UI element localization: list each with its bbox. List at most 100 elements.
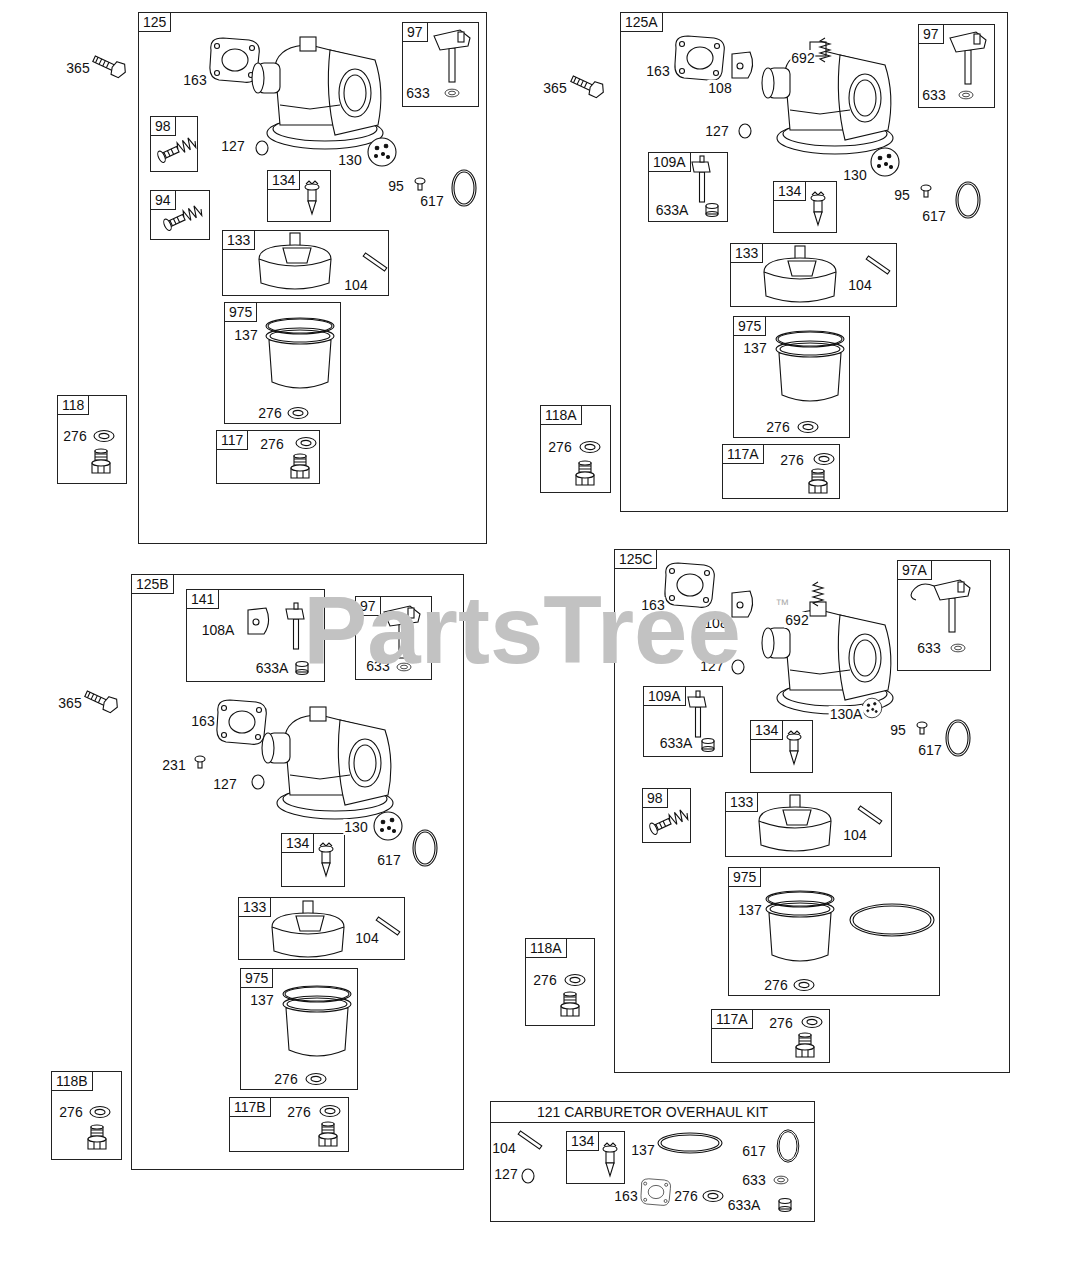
box-number: 134 xyxy=(567,1132,599,1151)
callout-number: 276 xyxy=(58,1104,83,1120)
part-group-box: 133104 xyxy=(730,243,897,307)
plug-part xyxy=(561,992,579,1016)
oring-part xyxy=(946,720,970,756)
part-outline xyxy=(252,775,264,789)
part-outline xyxy=(658,1133,722,1153)
callout-number: 127 xyxy=(493,1166,518,1182)
callout-number: 130 xyxy=(842,167,867,183)
callout-number: 276 xyxy=(286,1104,311,1120)
washer-part xyxy=(288,408,308,419)
callout-number: 231 xyxy=(161,757,186,773)
callout-number: 617 xyxy=(419,193,444,209)
callout-number: 127 xyxy=(220,138,245,154)
disc-part xyxy=(374,812,402,840)
box-number: 118 xyxy=(58,396,89,415)
shaft-part xyxy=(286,603,304,649)
callout-number: 365 xyxy=(57,695,82,711)
adjscrew-part xyxy=(156,136,197,164)
oring-part xyxy=(413,830,437,866)
bolt-part xyxy=(569,71,606,99)
washer-part xyxy=(798,422,818,433)
box-number: 117 xyxy=(217,431,248,450)
callout-number: 137 xyxy=(630,1142,655,1158)
part-outline xyxy=(911,584,934,600)
bowl-part xyxy=(776,331,844,401)
callout-number: 692 xyxy=(784,612,809,628)
box-number: 141 xyxy=(187,590,219,609)
box-number: 133 xyxy=(731,244,763,263)
plug-part xyxy=(809,469,827,493)
part-group-box: 117A276 xyxy=(711,1009,830,1063)
float-part xyxy=(272,901,344,957)
needle-part xyxy=(319,843,333,876)
part-group-box: 117276 xyxy=(216,430,320,484)
callout-number: 276 xyxy=(779,452,804,468)
box-number: 97A xyxy=(898,561,932,580)
shaft-part xyxy=(692,156,710,202)
washer-part xyxy=(951,644,965,652)
box-number: 975 xyxy=(729,868,761,887)
disc-part xyxy=(862,698,882,718)
callout-number: 104 xyxy=(354,930,379,946)
box-number: 975 xyxy=(241,969,273,988)
callout-number: 633A xyxy=(659,735,694,751)
box-number: 117A xyxy=(723,445,764,464)
washer-part xyxy=(306,1074,326,1085)
washer-part xyxy=(802,1017,822,1028)
callout-number: 137 xyxy=(249,992,274,1008)
bushing-part xyxy=(779,1199,791,1212)
part-outline xyxy=(739,124,751,138)
part-group-box: 134 xyxy=(773,181,837,233)
oring-part xyxy=(452,170,476,206)
assembly-box: 118A276 xyxy=(525,938,595,1026)
part-group-box: 975137276 xyxy=(240,968,358,1090)
callout-number: 163 xyxy=(645,63,670,79)
washer-part xyxy=(959,91,973,99)
washer-part xyxy=(94,431,114,442)
part-group-box: 117A 276 xyxy=(722,444,840,499)
bolt-part xyxy=(83,686,120,714)
washer-part xyxy=(90,1107,110,1118)
part-group-box: 975137276 xyxy=(224,302,341,424)
part-group-box: 133104 xyxy=(238,897,405,960)
washer-part xyxy=(296,438,316,449)
assembly-box: 118A276 xyxy=(540,405,611,493)
callout-number: 276 xyxy=(765,419,790,435)
washer-part xyxy=(814,454,834,465)
box-number: 109A xyxy=(649,153,691,172)
callout-number: 276 xyxy=(257,405,282,421)
part-outline xyxy=(522,1169,534,1183)
callout-number: 130A xyxy=(829,706,864,722)
pin-part xyxy=(518,1131,542,1149)
pin-part xyxy=(866,256,890,274)
bushing-part xyxy=(702,739,714,752)
box-number: 117B xyxy=(230,1098,271,1117)
callout-number: 276 xyxy=(547,439,572,455)
box-number: 98 xyxy=(151,117,176,136)
pin-part xyxy=(363,253,387,271)
washer-part xyxy=(580,442,600,453)
gasket-part xyxy=(217,700,266,744)
bushing-part xyxy=(706,204,718,217)
float-part xyxy=(259,233,331,289)
assembly-box: 121 CARBURETOR OVERHAUL KIT1041271376171… xyxy=(490,1101,815,1222)
callout-number: 633 xyxy=(916,640,941,656)
callout-number: 95 xyxy=(893,187,911,203)
watermark: ™ xyxy=(775,596,789,612)
callout-number: 163 xyxy=(182,72,207,88)
callout-number: 633A xyxy=(727,1197,762,1213)
bowl-part xyxy=(766,891,834,961)
oring-part xyxy=(777,1130,799,1162)
box-number: 97 xyxy=(919,25,944,44)
part-group-box: 94 xyxy=(150,190,210,240)
disc-part xyxy=(871,148,899,176)
box-number: 134 xyxy=(774,182,806,201)
washer-part xyxy=(703,1191,723,1202)
plug-part xyxy=(319,1122,337,1146)
callout-number: 104 xyxy=(842,827,867,843)
gasket-part xyxy=(641,1179,671,1206)
callout-number: 633 xyxy=(921,87,946,103)
callout-number: 108A xyxy=(201,622,236,638)
box-number: 109A xyxy=(644,687,686,706)
callout-number: 127 xyxy=(704,123,729,139)
